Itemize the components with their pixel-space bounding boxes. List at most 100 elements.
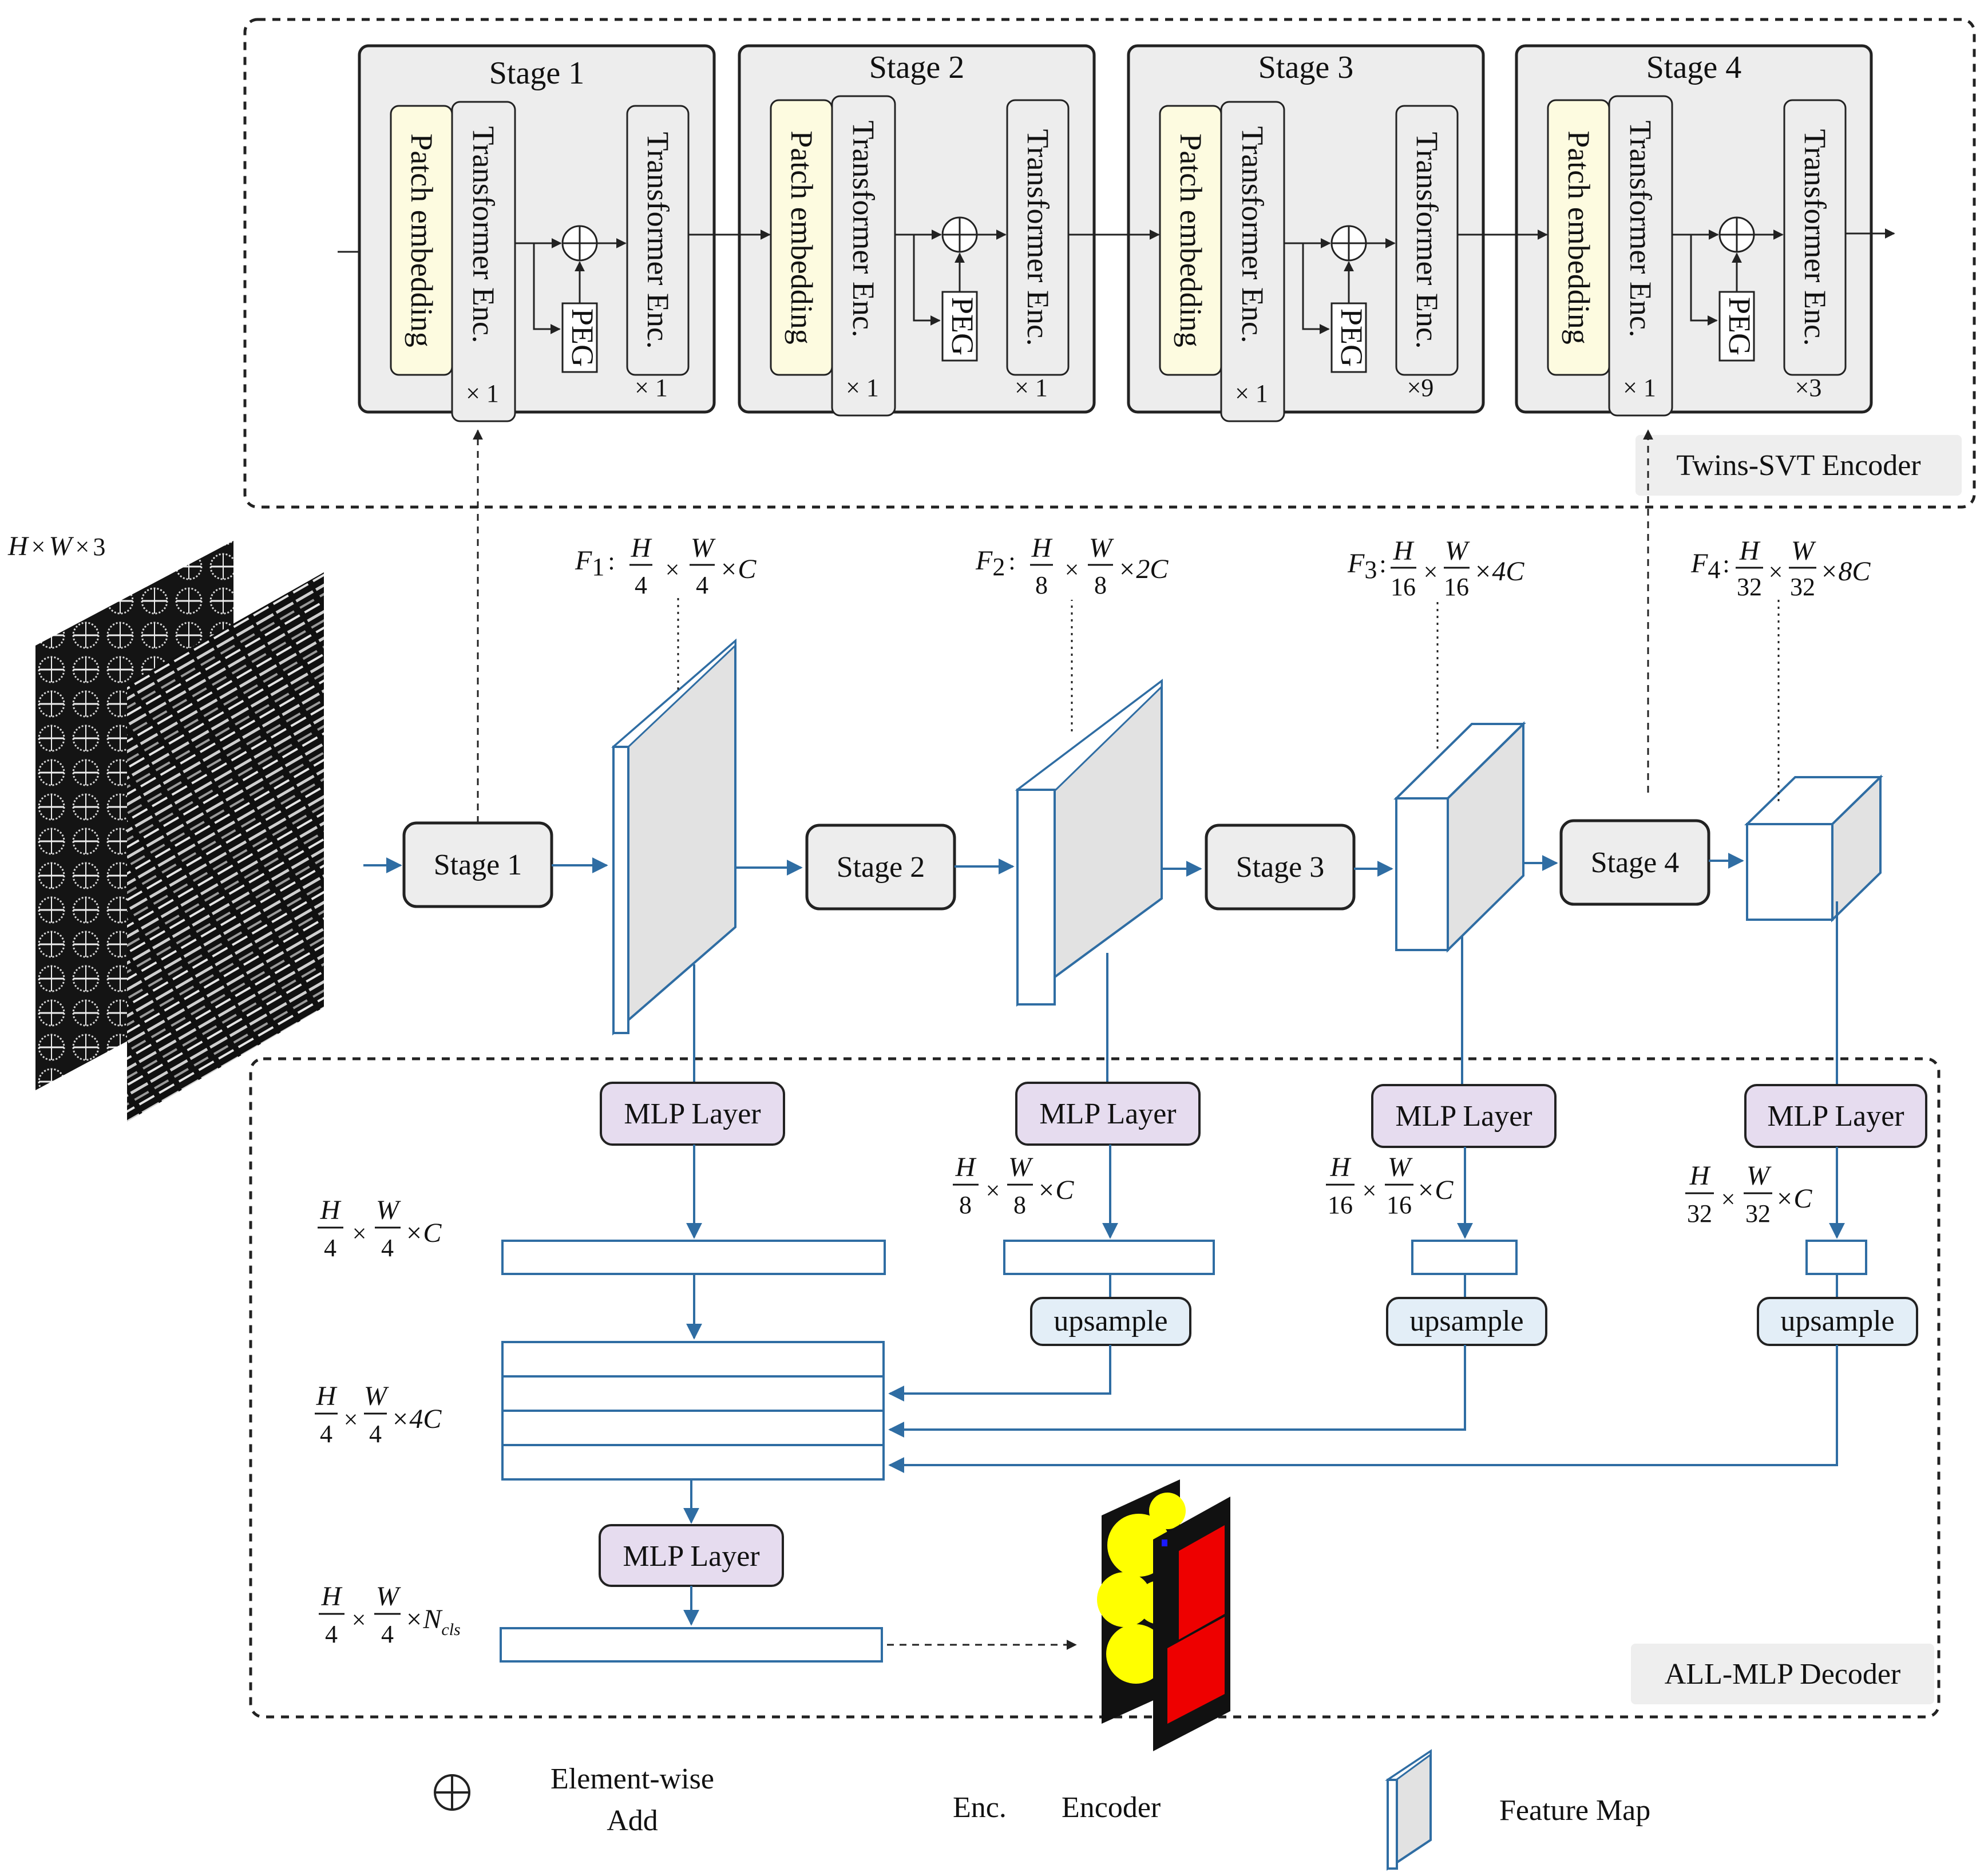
transformer-encoder-label-2: Transformer Enc. <box>1021 129 1055 346</box>
feature-map-3 <box>1393 721 1526 953</box>
svg-text:×: × <box>1065 556 1079 584</box>
projected-feature-1 <box>501 1240 886 1275</box>
multiplier-2: × 1 <box>635 374 668 402</box>
peg-label: PEG <box>945 297 980 355</box>
multiplier-2: ×9 <box>1407 374 1434 402</box>
svg-text:4: 4 <box>635 571 647 599</box>
encoder-stage-3: Stage 3 Patch embedding Transformer Enc.… <box>1127 44 1485 422</box>
decoder-title: ALL-MLP Decoder <box>1665 1658 1901 1691</box>
svg-text:W: W <box>1388 1152 1413 1182</box>
svg-text:F4:: F4: <box>1690 548 1730 584</box>
svg-text:×: × <box>666 556 680 584</box>
decoder-title-box <box>1631 1644 1934 1704</box>
svg-text:8: 8 <box>1035 571 1048 599</box>
legend-enc-full: Encoder <box>1062 1791 1161 1824</box>
svg-text:16: 16 <box>1391 573 1416 601</box>
mlp-layer-final-label: MLP Layer <box>623 1540 759 1573</box>
svg-text:×C: ×C <box>1775 1184 1812 1214</box>
mlp-layer-3-label: MLP Layer <box>1395 1100 1532 1133</box>
multiplier-1: × 1 <box>1235 379 1268 407</box>
feature-map-1 <box>611 638 736 1036</box>
feature-map-2 <box>1015 678 1163 1007</box>
legend-enc-abbr: Enc. <box>953 1791 1007 1824</box>
transformer-encoder-block-2 <box>1006 99 1070 376</box>
transformer-encoder-block <box>1220 101 1285 422</box>
transformer-encoder-block <box>451 101 516 422</box>
svg-text:×: × <box>1424 558 1438 586</box>
transformer-encoder-label-2: Transformer Enc. <box>1410 132 1444 349</box>
peg-block <box>1718 291 1755 362</box>
feature-map-4 <box>1744 774 1883 923</box>
decoder-dashed-frame <box>249 1057 1941 1719</box>
multiplier-1: × 1 <box>846 374 879 402</box>
peg-label: PEG <box>1334 308 1369 367</box>
svg-text:H: H <box>1393 536 1415 566</box>
feature-label-3: F3: H 16 × W 16 ×4C <box>1347 536 1524 601</box>
svg-text:×4C: ×4C <box>1474 556 1524 587</box>
svg-text:×C: ×C <box>719 554 757 584</box>
transformer-encoder-block-2 <box>1395 105 1459 376</box>
input-image-front <box>127 572 324 1122</box>
mlp-layer-1 <box>600 1082 785 1146</box>
svg-text:H: H <box>320 1195 342 1225</box>
svg-text:16: 16 <box>1444 573 1469 601</box>
svg-text:×2C: ×2C <box>1118 554 1169 584</box>
dim-label-output: H 4 × W 4 ×Ncls <box>319 1581 461 1648</box>
pipeline-stage-4-label: Stage 4 <box>1591 846 1680 879</box>
pipeline: Stage 1 Stage 2 Stage 3 Stage 4 <box>363 429 1883 1036</box>
feature-label-1: F1: H 4 × W 4 ×C <box>575 533 757 599</box>
dim-label-4: H 32 × W 32 ×C <box>1685 1161 1812 1228</box>
svg-text:×Ncls: ×Ncls <box>405 1604 461 1639</box>
projected-feature-4 <box>1805 1240 1867 1275</box>
encoder-stage-title: Stage 4 <box>1646 50 1741 85</box>
peg-label: PEG <box>1722 297 1757 355</box>
encoder-title: Twins-SVT Encoder <box>1676 449 1920 482</box>
dim-label-2: H 8 × W 8 ×C <box>953 1152 1074 1219</box>
segmentation-output <box>1097 1479 1230 1751</box>
encoder-stage-title: Stage 2 <box>869 50 964 85</box>
input-image: H×W×3 <box>7 531 324 1122</box>
svg-text:H: H <box>321 1581 343 1612</box>
transformer-encoder-block <box>831 95 896 417</box>
transformer-encoder-label: Transformer Enc. <box>846 121 881 338</box>
patch-embedding-label: Patch embedding <box>1174 133 1208 347</box>
svg-text:32: 32 <box>1737 573 1762 601</box>
projected-feature-3 <box>1411 1240 1518 1275</box>
multiplier-2: ×3 <box>1795 374 1822 402</box>
svg-text:×C: ×C <box>1416 1175 1454 1205</box>
mlp-layer-2-label: MLP Layer <box>1039 1098 1176 1130</box>
mlp-layer-1-label: MLP Layer <box>624 1098 761 1130</box>
encoder-stage-title: Stage 3 <box>1258 50 1353 85</box>
svg-text:W: W <box>376 1195 401 1225</box>
upsample-label-4: upsample <box>1780 1305 1894 1337</box>
svg-text:4: 4 <box>381 1234 394 1262</box>
mlp-layer-2 <box>1015 1082 1201 1146</box>
svg-text:8: 8 <box>1013 1191 1026 1219</box>
dim-label-1: H 4 × W 4 ×C <box>318 1195 442 1262</box>
pipeline-stage-3 <box>1205 824 1356 911</box>
svg-text:W: W <box>1089 533 1114 563</box>
svg-text:4: 4 <box>381 1620 394 1648</box>
transformer-encoder-label-2: Transformer Enc. <box>1798 129 1832 346</box>
feature-label-4: F4: H 32 × W 32 ×8C <box>1690 536 1871 601</box>
svg-text:4: 4 <box>696 571 708 599</box>
svg-text:W: W <box>1445 536 1470 566</box>
upsample-block-3 <box>1386 1297 1547 1346</box>
projected-feature-2 <box>1003 1240 1215 1275</box>
legend-add-line1: Element-wise <box>551 1763 714 1795</box>
transformer-encoder-block-2 <box>626 105 690 376</box>
transformer-encoder-block-2 <box>1783 99 1847 376</box>
svg-text:W: W <box>376 1581 401 1612</box>
legend: Element-wise Add Enc. Encoder Feature Ma… <box>434 1749 1650 1871</box>
encoder-stage-title: Stage 1 <box>489 56 584 91</box>
encoder-title-box <box>1635 435 1962 496</box>
all-mlp-decoder: ALL-MLP Decoder MLP Layer MLP Layer MLP … <box>249 901 1941 1751</box>
encoder-stage-2: Stage 2 Patch embedding Transformer Enc.… <box>738 44 1096 417</box>
peg-label: PEG <box>565 308 600 367</box>
transformer-encoder-label: Transformer Enc. <box>1235 126 1270 343</box>
svg-text:×8C: ×8C <box>1820 556 1871 587</box>
upsample-label-3: upsample <box>1409 1305 1523 1337</box>
concatenated-features <box>501 1341 885 1481</box>
svg-text:×: × <box>353 1220 367 1248</box>
svg-text:×: × <box>352 1606 366 1634</box>
